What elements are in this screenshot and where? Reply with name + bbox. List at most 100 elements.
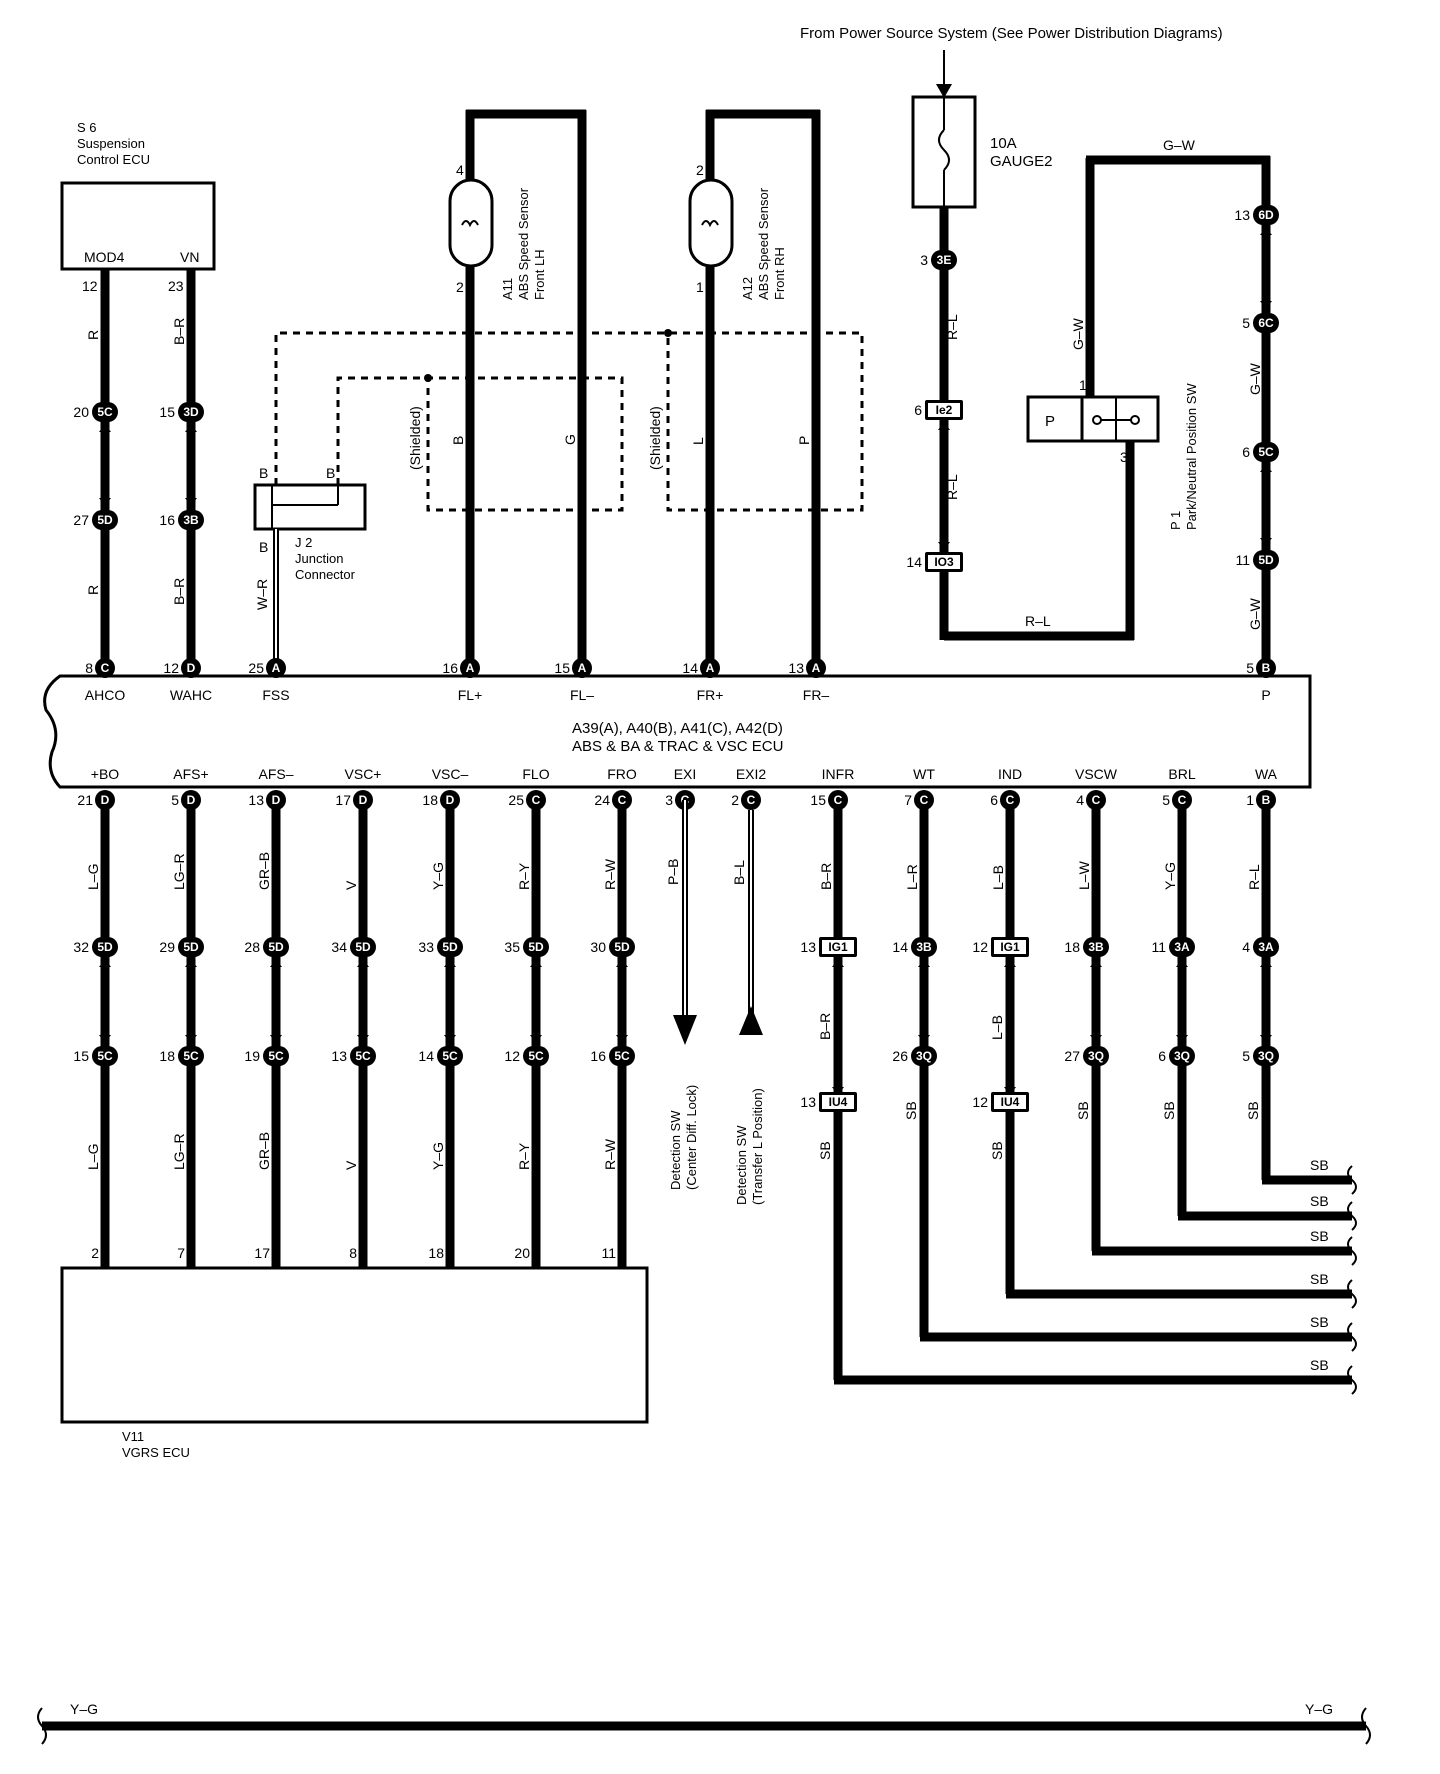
bottom-pin-name-3: VSC+: [345, 766, 382, 782]
right-pin-conn-4-letter: C: [1178, 793, 1187, 807]
top-pin-name-2: FSS: [262, 687, 289, 703]
top-pin-conn-1: D: [181, 658, 201, 678]
junction-g-3e: 3E: [931, 250, 957, 270]
right-j2-5-label: 3Q: [1258, 1049, 1274, 1063]
junction-s6-5d-label: 5D: [97, 513, 113, 527]
exi2-dest-1: Detection SW: [734, 1125, 749, 1205]
bottom-wire-color2-5: R–Y: [516, 1142, 532, 1170]
right-pin-num-5: 1: [1246, 792, 1254, 808]
right-wire-color2-0: SB: [817, 1141, 833, 1160]
wire-color-g-fl: G: [562, 434, 578, 445]
exi2-pin-conn: C: [741, 790, 761, 810]
a12-pin-bot: 1: [696, 279, 704, 295]
bottom-pin-name-2: AFS–: [258, 766, 293, 782]
a11-name2: Front LH: [532, 249, 547, 300]
wire-color-r-2: R: [85, 585, 101, 595]
top-pin-num-3: 16: [442, 660, 458, 676]
exi-dest-1: Detection SW: [668, 1110, 683, 1190]
right-pin-num-0: 15: [810, 792, 826, 808]
right-pin-num-1: 7: [904, 792, 912, 808]
right-j1-num-0: 13: [800, 939, 816, 955]
top-pin-conn-0: C: [95, 658, 115, 678]
right-j1-4: 3A: [1169, 937, 1195, 957]
exi-pin-name: EXI: [674, 766, 697, 782]
bottom-wire-color-6: R–W: [602, 858, 618, 890]
right-j2-2-label: IU4: [1001, 1095, 1020, 1109]
bus-label-right: Y–G: [1305, 1701, 1333, 1717]
bottom-j2-4: 5C: [437, 1046, 463, 1066]
junction-s6-5c-num: 20: [73, 404, 89, 420]
bottom-j2-1-label: 5C: [183, 1049, 199, 1063]
wire-color-gw-top: G–W: [1163, 137, 1196, 153]
j2-b-2: B: [326, 465, 335, 481]
junction-g-io3: IO3: [925, 552, 963, 572]
right-j2-4: 3Q: [1169, 1046, 1195, 1066]
wire-color-l-fr: L: [690, 437, 706, 445]
bottom-wire-color2-0: L–G: [85, 1144, 101, 1170]
bottom-j1-5-label: 5D: [528, 940, 544, 954]
bottom-pin-conn-0: D: [95, 790, 115, 810]
bottom-wire-color2-4: Y–G: [430, 1142, 446, 1170]
right-pin-num-4: 5: [1162, 792, 1170, 808]
bottom-wire-color-2: GR–B: [256, 852, 272, 890]
bottom-j1-2-label: 5D: [268, 940, 284, 954]
a11-pin-bot: 2: [456, 279, 464, 295]
bottom-j1-num-3: 34: [331, 939, 347, 955]
bottom-wire-color-1: LG–R: [171, 853, 187, 890]
top-pin-conn-2: A: [266, 658, 286, 678]
top-pin-conn-7: B: [1256, 658, 1276, 678]
s6-id: S 6: [77, 120, 97, 135]
right-wire-color-2: L–B: [990, 865, 1006, 890]
junction-vn-3b: 3B: [178, 510, 204, 530]
top-pin-num-2: 25: [248, 660, 264, 676]
fuse-gauge2: 10A GAUGE2: [911, 50, 1053, 209]
top-pin-conn-0-letter: C: [101, 661, 110, 675]
right-pin-conn-2: C: [1000, 790, 1020, 810]
junction-g-3e-num: 3: [920, 252, 928, 268]
a12-sensor: 2 1 A12 ABS Speed Sensor Front RH: [688, 162, 787, 300]
wire-color-wr: W–R: [254, 579, 270, 610]
a11-id: A11: [500, 278, 515, 300]
wire-color-br-2: B–R: [171, 578, 187, 605]
v11-pin-num-3: 8: [349, 1245, 357, 1261]
exi2-pin-num: 2: [731, 792, 739, 808]
right-j2-1-label: 3Q: [916, 1049, 932, 1063]
bottom-pin-num-3: 17: [335, 792, 351, 808]
junction-p-6c: 6C: [1253, 313, 1279, 333]
bottom-j2-6-label: 5C: [614, 1049, 630, 1063]
bottom-j2-num-3: 13: [331, 1048, 347, 1064]
bottom-j2-num-6: 16: [590, 1048, 606, 1064]
fuse-rating: 10A: [990, 135, 1017, 152]
junction-p-5c: 5C: [1253, 442, 1279, 462]
p1-pin1: 1: [1079, 377, 1087, 393]
bottom-wire-color-5: R–Y: [516, 862, 532, 890]
bottom-wire-color-3: V: [343, 880, 359, 890]
right-j1-num-4: 11: [1151, 939, 1166, 955]
s6-suspension-ecu: S 6 Suspension Control ECU MOD4 VN 12 23: [60, 120, 216, 294]
junctions: 5C205D273D153B163E3Ie26IO3146D136C55C65D…: [73, 205, 1279, 572]
top-pin-num-0: 8: [85, 660, 93, 676]
top-pin-conn-6-letter: A: [812, 661, 821, 675]
top-pin-name-5: FR+: [697, 687, 724, 703]
right-j2-num-5: 5: [1242, 1048, 1250, 1064]
s6-name2: Control ECU: [77, 152, 150, 167]
right-pin-conn-2-letter: C: [1006, 793, 1015, 807]
shielded-label-lh: (Shielded): [407, 406, 423, 470]
right-j2-num-3: 27: [1064, 1048, 1080, 1064]
bottom-pin-conn-4-letter: D: [446, 793, 455, 807]
junction-p-6c-label: 6C: [1258, 316, 1274, 330]
p1-name: Park/Neutral Position SW: [1184, 383, 1199, 530]
bottom-pin-name-5: FLO: [522, 766, 549, 782]
junction-s6-5d: 5D: [92, 510, 118, 530]
bottom-j1-3: 5D: [350, 937, 376, 957]
junction-g-ie2: Ie2: [925, 400, 963, 420]
j2-id: J 2: [295, 535, 312, 550]
right-wire-color-1: L–R: [904, 864, 920, 890]
j2-b-3: B: [259, 539, 268, 555]
exi2-color: B–L: [731, 860, 747, 885]
right-pin-name-4: BRL: [1168, 766, 1195, 782]
ecu-label-1: A39(A), A40(B), A41(C), A42(D): [572, 720, 783, 737]
top-pin-num-7: 5: [1246, 660, 1254, 676]
bottom-pin-name-1: AFS+: [173, 766, 208, 782]
top-pin-conn-3-letter: A: [466, 661, 475, 675]
